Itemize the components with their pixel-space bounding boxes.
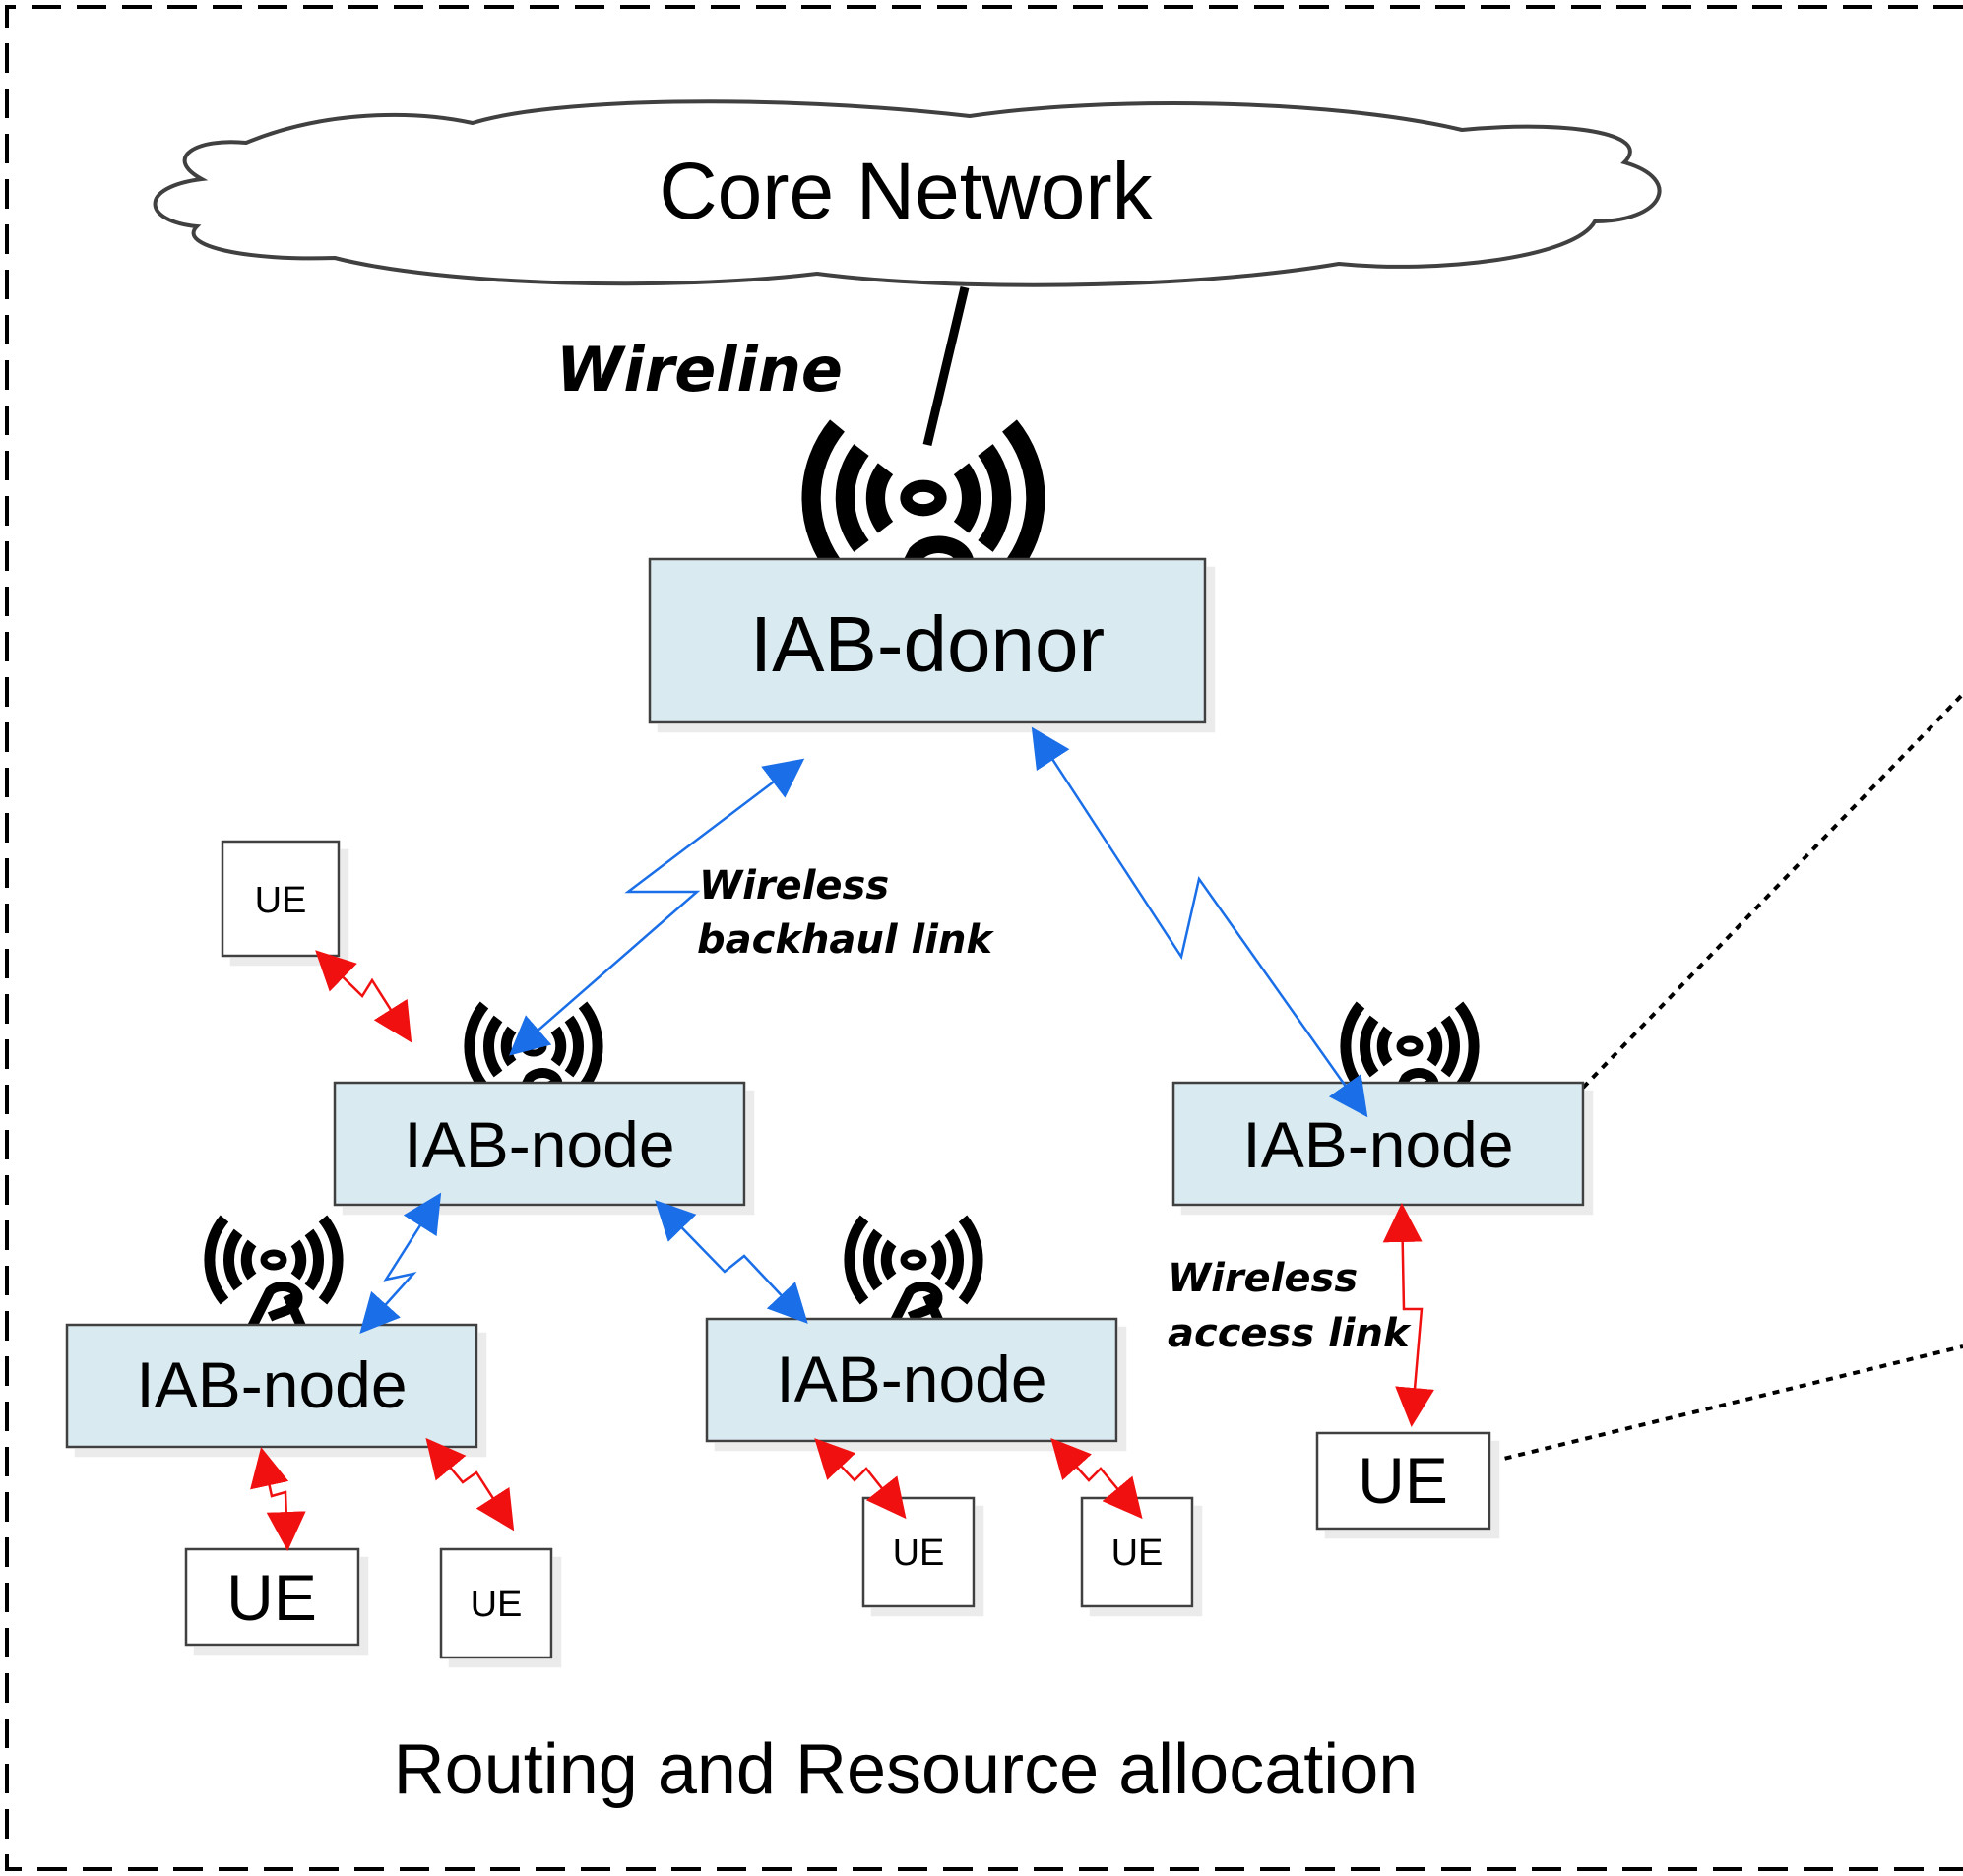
- dotted-connector-node: [1581, 692, 1963, 1090]
- wireline-label: Wireline: [556, 334, 843, 406]
- ue-label: UE: [1358, 1444, 1448, 1517]
- iab-node-right: IAB-node: [1171, 1081, 1585, 1207]
- ue-label: UE: [255, 880, 307, 921]
- ue-label: UE: [226, 1561, 317, 1634]
- ue-label: UE: [893, 1532, 945, 1574]
- iab-node-bottom-middle: IAB-node: [705, 1317, 1118, 1443]
- ue-label: UE: [1111, 1532, 1164, 1574]
- access-link-ue-bottom-left-large: [250, 1447, 306, 1551]
- antenna-icon-node-bottom-left: [210, 1219, 338, 1331]
- iab-node-label: IAB-node: [1242, 1108, 1513, 1181]
- backhaul-link-node-center-left-to-bottom-middle: [655, 1200, 808, 1324]
- iab-node-center-left: IAB-node: [333, 1081, 746, 1207]
- iab-node-label: IAB-node: [136, 1348, 407, 1421]
- wireless-backhaul-label-line1: Wireless: [699, 863, 889, 908]
- iab-node-bottom-left: IAB-node: [65, 1323, 478, 1449]
- ue-middle-1: UE: [861, 1496, 976, 1608]
- ue-bottom-left-small: UE: [439, 1547, 553, 1659]
- dotted-connector-ue: [1490, 1344, 1963, 1464]
- access-link-ue-right: [1382, 1203, 1435, 1427]
- ue-top-left: UE: [221, 840, 341, 958]
- iab-donor: IAB-donor: [648, 557, 1207, 724]
- iab-donor-label: IAB-donor: [750, 600, 1105, 688]
- antenna-icon-node-bottom-middle: [850, 1219, 978, 1331]
- wireless-access-label-line1: Wireless: [1168, 1256, 1358, 1301]
- ue-right: UE: [1315, 1431, 1491, 1531]
- wireline-link: [922, 285, 970, 447]
- iab-node-label: IAB-node: [776, 1343, 1046, 1415]
- iab-node-label: IAB-node: [404, 1108, 674, 1181]
- diagram-caption: Routing and Resource allocation: [394, 1730, 1419, 1809]
- wireless-backhaul-label-line2: backhaul link: [697, 917, 994, 963]
- backhaul-link-donor-to-node-center-left: [508, 758, 805, 1056]
- ue-bottom-left-large: UE: [184, 1547, 360, 1647]
- ue-label: UE: [471, 1584, 523, 1625]
- access-link-ue-middle-1: [814, 1438, 907, 1520]
- core-network-label: Core Network: [659, 147, 1153, 236]
- backhaul-link-donor-to-node-right: [1031, 726, 1368, 1118]
- ue-middle-2: UE: [1080, 1496, 1194, 1608]
- wireless-access-label-line2: access link: [1168, 1311, 1412, 1356]
- outer-dashed-frame: [5, 5, 1963, 1871]
- backhaul-link-node-center-left-to-bottom-left: [359, 1192, 442, 1334]
- access-link-ue-top-left: [315, 950, 412, 1043]
- access-link-ue-bottom-left-small: [425, 1437, 515, 1532]
- core-network-cloud: Core Network: [153, 99, 1662, 287]
- access-link-ue-middle-2: [1050, 1438, 1143, 1520]
